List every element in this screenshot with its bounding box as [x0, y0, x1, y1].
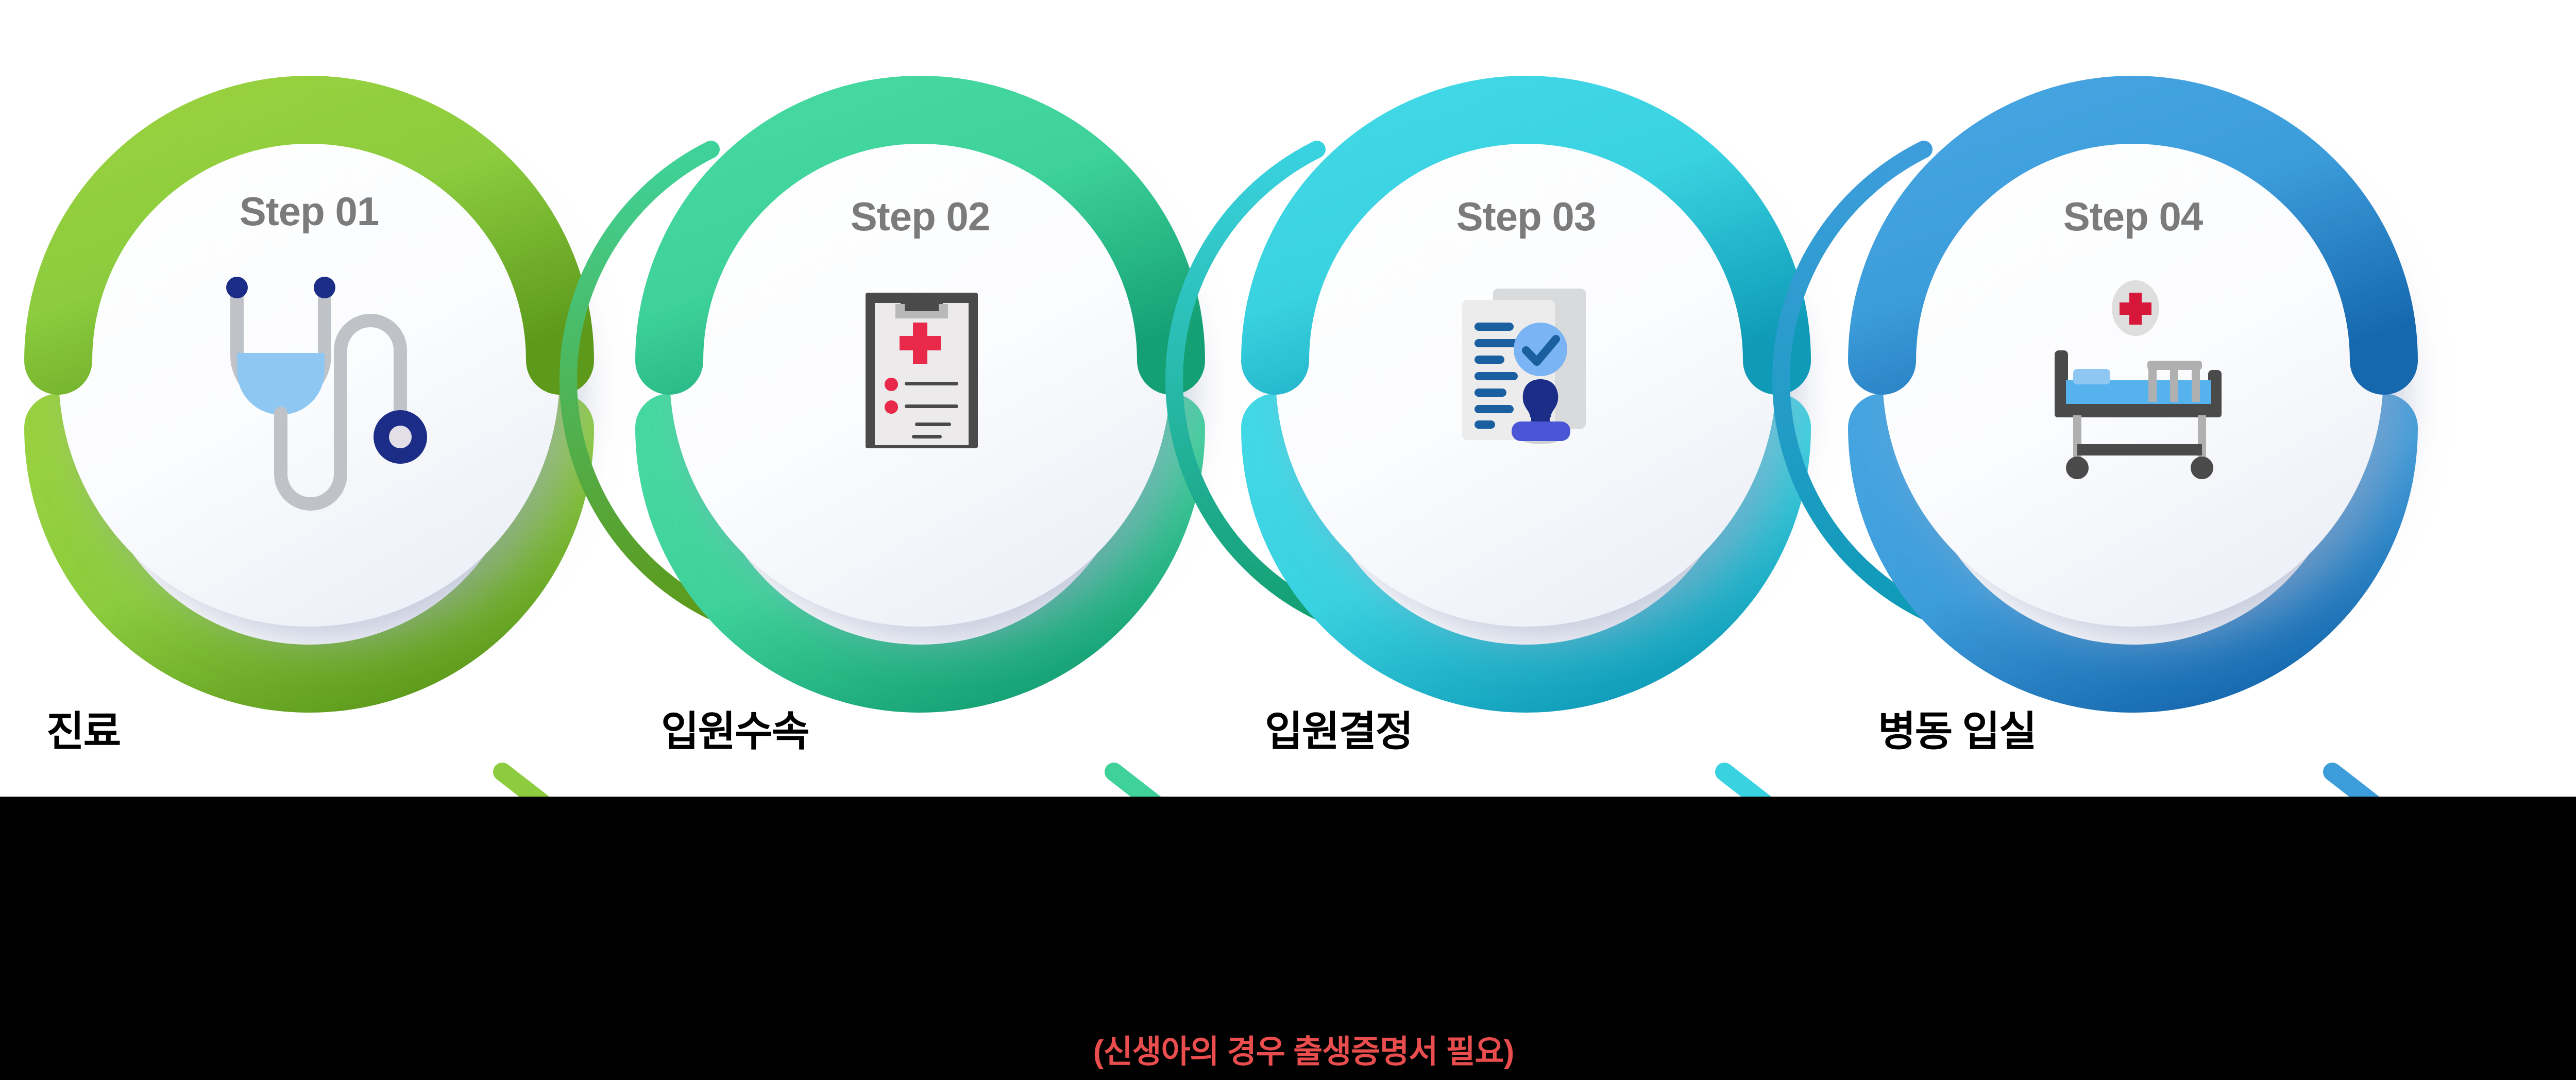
stethoscope-icon — [226, 277, 427, 511]
connector-arc-left — [1165, 141, 1326, 619]
ring-arc-top — [24, 76, 594, 395]
newborn-certificate-note: (신생아의 경우 출생증명서 필요) — [1093, 1034, 1515, 1070]
step-circle-1[interactable] — [24, 76, 594, 713]
ring-arc-bottom — [1848, 394, 2418, 713]
ring-arc-bottom — [635, 394, 1205, 713]
connector-arc-left — [1772, 141, 1933, 619]
hospital-bed-icon — [2055, 280, 2222, 479]
step-label-4: Step 04 — [2063, 194, 2203, 239]
circle-face — [1883, 126, 2383, 627]
clipboard-medical-icon — [866, 293, 978, 448]
step-name-1: 진료 — [46, 708, 121, 754]
ring-arc-top — [1848, 76, 2418, 395]
step-name-2: 입원수속 — [661, 708, 809, 754]
ring-arc-bottom — [1241, 394, 1811, 713]
step-name-4: 병동 입실 — [1878, 708, 2037, 754]
ring-arc-bottom — [24, 394, 594, 713]
ring-arc-top — [635, 76, 1205, 395]
connector-arc-left — [560, 141, 720, 619]
black-overlay-band — [0, 797, 2576, 1080]
step-name-3: 입원결정 — [1265, 708, 1413, 754]
step-circle-4[interactable] — [1772, 76, 2418, 713]
step-label-3: Step 03 — [1456, 194, 1596, 239]
document-stamp-icon — [1462, 289, 1586, 444]
step-label-2: Step 02 — [850, 194, 990, 239]
ring-arc-top — [1241, 76, 1811, 395]
step-label-1: Step 01 — [239, 189, 379, 234]
